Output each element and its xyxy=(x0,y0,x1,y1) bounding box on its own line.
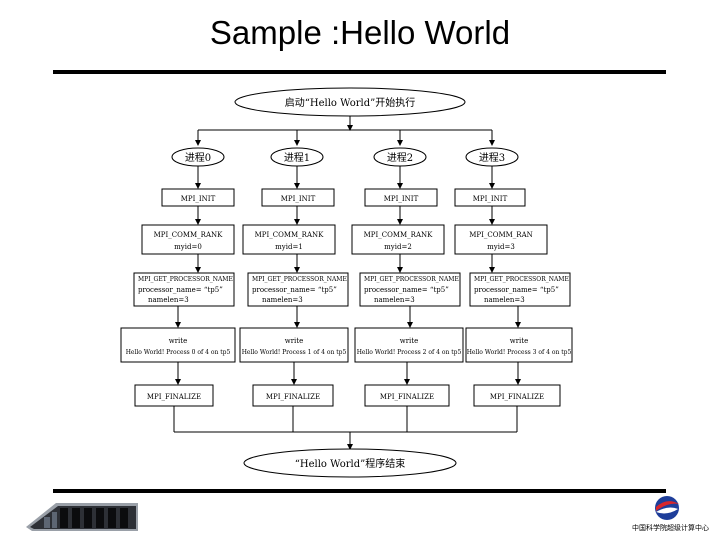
slide-title: Sample :Hello World xyxy=(209,14,511,51)
mpi-init-1: MPI_INIT xyxy=(281,195,316,203)
write-1: write xyxy=(285,337,304,345)
mpi-finalize-3: MPI_FINALIZE xyxy=(490,393,544,401)
mpi-finalize-2: MPI_FINALIZE xyxy=(380,393,434,401)
write-0: write xyxy=(169,337,188,345)
mpi-get-processor-name-2: MPI_GET_PROCESSOR_NAME xyxy=(364,276,459,283)
mpi-init-2: MPI_INIT xyxy=(384,195,419,203)
mpi-comm-rank-1: MPI_COMM_RANK xyxy=(255,231,325,239)
mpi-get-processor-name-0: MPI_GET_PROCESSOR_NAME xyxy=(138,276,233,283)
myid-2: myid=2 xyxy=(384,243,412,251)
mpi-finalize-0: MPI_FINALIZE xyxy=(147,393,201,401)
end-label: “Hello World”程序结束 xyxy=(295,457,405,470)
process-label-2: 进程2 xyxy=(387,152,413,164)
start-node: 启动“Hello World”开始执行 xyxy=(234,87,466,117)
output-2: Hello World! Process 2 of 4 on tp5 xyxy=(357,349,462,356)
process-label-0: 进程0 xyxy=(185,152,211,164)
myid-0: myid=0 xyxy=(174,243,202,251)
mpi-comm-rank-3: MPI_COMM_RAN xyxy=(469,231,533,239)
namelen-2: namelen=3 xyxy=(374,296,415,304)
fork-connectors xyxy=(195,116,495,146)
server-racks-icon xyxy=(26,503,138,531)
processor-name-1: processor_name= “tp5” xyxy=(252,286,337,294)
namelen-1: namelen=3 xyxy=(262,296,303,304)
join-connectors xyxy=(173,406,518,450)
mpi-get-processor-name-1: MPI_GET_PROCESSOR_NAME xyxy=(252,276,347,283)
sccas-logo-icon xyxy=(655,496,679,520)
processor-name-0: processor_name= “tp5” xyxy=(138,286,223,294)
process-label-1: 进程1 xyxy=(284,152,310,164)
myid-1: myid=1 xyxy=(275,243,303,251)
output-1: Hello World! Process 1 of 4 on tp5 xyxy=(242,349,347,356)
myid-3: myid=3 xyxy=(487,243,515,251)
mpi-init-3: MPI_INIT xyxy=(473,195,508,203)
logo-text: 中国科学院超级计算中心 xyxy=(632,524,709,532)
top-divider xyxy=(53,70,666,74)
mpi-comm-rank-0: MPI_COMM_RANK xyxy=(154,231,224,239)
processor-name-2: processor_name= “tp5” xyxy=(364,286,449,294)
processor-name-3: processor_name= “tp5” xyxy=(474,286,559,294)
process-column-2: 进程2 MPI_INIT MPI_COMM_RANK myid=2 MPI_GE… xyxy=(351,147,464,407)
output-3: Hello World! Process 3 of 4 on tp5 xyxy=(467,349,572,356)
write-3: write xyxy=(510,337,529,345)
mpi-finalize-1: MPI_FINALIZE xyxy=(266,393,320,401)
namelen-0: namelen=3 xyxy=(148,296,189,304)
end-node: “Hello World”程序结束 xyxy=(243,448,457,478)
namelen-3: namelen=3 xyxy=(484,296,525,304)
output-0: Hello World! Process 0 of 4 on tp5 xyxy=(126,349,231,356)
process-column-3: 进程3 MPI_INIT MPI_COMM_RAN myid=3 MPI_GET… xyxy=(454,147,573,407)
mpi-get-processor-name-3: MPI_GET_PROCESSOR_NAME xyxy=(474,276,569,283)
bottom-divider xyxy=(53,489,666,493)
sccas-logo: 中国科学院超级计算中心 xyxy=(632,494,709,538)
process-label-3: 进程3 xyxy=(479,152,505,164)
process-column-0: 进程0 MPI_INIT MPI_COMM_RANK myid=0 MPI_GE… xyxy=(120,147,236,407)
mpi-init-0: MPI_INIT xyxy=(181,195,216,203)
mpi-comm-rank-2: MPI_COMM_RANK xyxy=(364,231,434,239)
write-2: write xyxy=(400,337,419,345)
start-label: 启动“Hello World”开始执行 xyxy=(285,96,415,109)
process-column-1: 进程1 MPI_INIT MPI_COMM_RANK myid=1 MPI_GE… xyxy=(239,147,349,407)
